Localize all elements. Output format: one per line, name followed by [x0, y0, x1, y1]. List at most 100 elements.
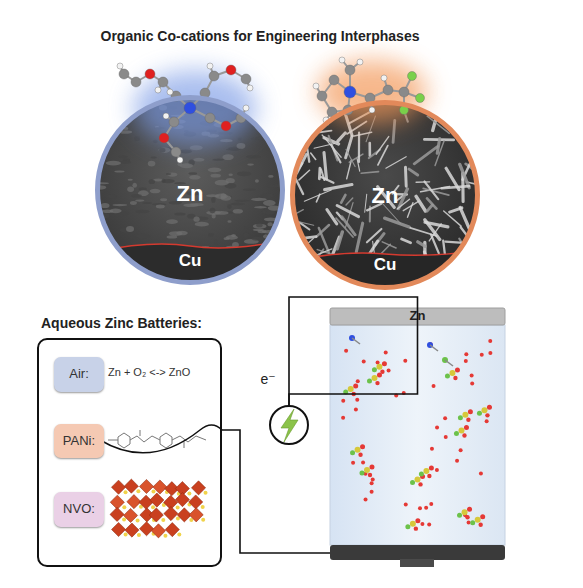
internal-wire — [100, 425, 222, 453]
water-molecule — [356, 379, 360, 383]
atom — [236, 113, 246, 123]
illustration-part — [272, 221, 284, 225]
illustration-part — [274, 117, 284, 122]
illustration-part — [437, 139, 439, 154]
illustration-part — [349, 154, 363, 162]
illustration-part — [230, 203, 244, 206]
illustration-part — [222, 154, 233, 160]
illustration-part — [169, 231, 182, 236]
battery-cell: Zn — [330, 308, 505, 560]
polyhedron — [125, 523, 139, 537]
illustration-part — [91, 241, 98, 244]
illustration-part — [208, 233, 214, 237]
illustration-part — [251, 237, 264, 241]
polyhedron — [191, 481, 205, 495]
illustration-part — [98, 107, 103, 109]
illustration-part — [98, 228, 103, 231]
water-molecule — [344, 349, 348, 353]
illustration-part — [475, 517, 481, 523]
polyhedron — [127, 495, 141, 509]
illustration-part — [356, 223, 362, 252]
illustration-part — [470, 520, 475, 525]
atom — [369, 107, 375, 113]
illustration-part — [427, 116, 449, 133]
illustration-part — [244, 226, 249, 229]
atom — [184, 102, 196, 114]
illustration-part — [354, 132, 372, 136]
illustration-part — [361, 172, 378, 174]
illustration-part — [402, 239, 411, 243]
illustration-part — [466, 418, 470, 422]
water-molecule — [464, 359, 468, 363]
illustration-part — [139, 187, 147, 190]
illustration-part — [130, 201, 137, 205]
illustration-part — [237, 143, 246, 149]
sem-circle: ZnCu — [95, 95, 285, 285]
illustration-part — [327, 210, 337, 224]
atom — [187, 492, 191, 496]
illustration-part — [264, 218, 277, 222]
atom — [205, 113, 215, 123]
polyhedron — [150, 493, 164, 507]
illustration-part — [121, 211, 129, 215]
node-text: NVO: — [54, 501, 104, 517]
illustration-part — [212, 213, 216, 218]
illustration-part — [351, 392, 355, 396]
water-molecule — [480, 353, 484, 357]
atom — [136, 489, 140, 493]
illustration-part — [273, 247, 278, 249]
illustration-part — [271, 238, 284, 242]
illustration-part — [118, 433, 130, 448]
water-molecule — [370, 490, 374, 494]
illustration-part — [347, 160, 352, 179]
atom — [243, 105, 249, 111]
water-molecule — [459, 448, 463, 452]
illustration-part — [292, 133, 300, 151]
illustration-part — [114, 171, 124, 173]
illustration-part — [220, 193, 226, 199]
node-text: e⁻ — [253, 371, 283, 388]
illustration-part — [393, 120, 395, 142]
illustration-part — [480, 514, 485, 519]
node-text: Cu — [295, 255, 475, 275]
illustration-part — [304, 190, 331, 201]
ether-cation-molecule — [117, 63, 253, 163]
sem-circle: ZnCu — [290, 100, 480, 290]
node-text: Zn — [100, 181, 280, 207]
illustration-part — [243, 233, 248, 238]
node-text: Aqueous Zinc Batteries: — [41, 315, 301, 332]
water-molecule — [430, 447, 434, 451]
illustration-part — [193, 217, 199, 222]
illustration-part — [180, 163, 193, 168]
illustration-part — [179, 149, 192, 153]
illustration-part — [215, 180, 229, 186]
illustration-part — [367, 229, 382, 242]
polyhedron — [111, 480, 125, 494]
atom — [155, 87, 161, 93]
atom — [399, 87, 409, 97]
polyhedron — [112, 522, 126, 536]
polyhedron — [110, 507, 124, 521]
illustration-part — [237, 171, 251, 176]
illustration-part — [107, 103, 117, 105]
illustration-part — [188, 172, 197, 175]
illustration-part — [262, 210, 266, 214]
illustration-part — [445, 374, 450, 379]
illustration-part — [281, 409, 298, 442]
atom — [207, 63, 213, 69]
illustration-part — [321, 169, 324, 180]
illustration-part — [142, 202, 152, 204]
sem-image-right — [278, 100, 499, 295]
illustration-part — [467, 507, 472, 512]
wire — [289, 308, 418, 405]
atom — [171, 147, 181, 157]
atom — [122, 517, 126, 521]
illustration-part — [149, 179, 155, 184]
atom — [381, 75, 387, 81]
illustration-part — [109, 209, 121, 214]
polyhedron — [151, 524, 165, 538]
illustration-part — [416, 196, 425, 211]
illustration-part — [253, 229, 264, 231]
title: Organic Co-cations for Engineering Inter… — [40, 28, 480, 44]
